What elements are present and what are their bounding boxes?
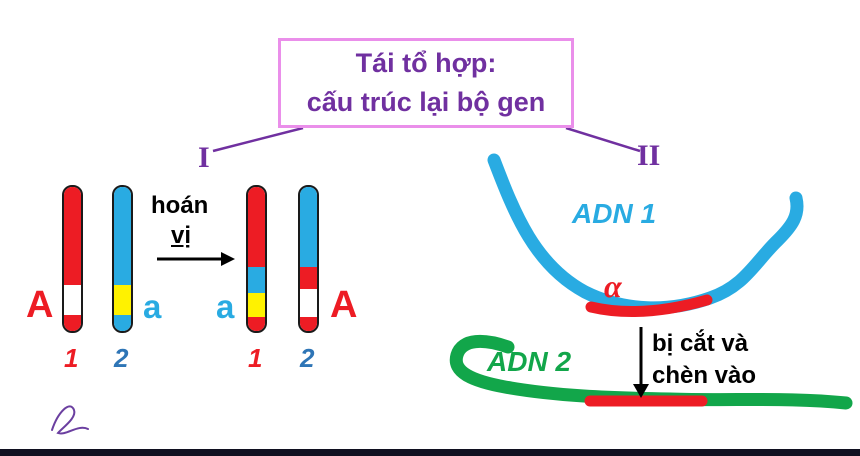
segment-cyan: [114, 187, 131, 285]
connector-line-left: [212, 126, 304, 153]
segment-red: [64, 187, 81, 285]
title-line1: Tái tổ hợp:: [355, 47, 497, 78]
chromosome-1-before: [62, 185, 83, 333]
alpha-label: α: [604, 268, 622, 304]
crossover-word-2: vị: [171, 222, 192, 249]
segment-red: [248, 187, 265, 267]
adn1-strand: [487, 153, 804, 315]
chromosome-number-1-after: 1: [248, 343, 263, 373]
chromosome-number-2-after: 2: [300, 343, 315, 373]
crossover-arrowhead: [221, 252, 235, 266]
chromosome-2-after: [298, 185, 319, 333]
adn2-label: ADN 2: [487, 346, 572, 377]
allele-A-after: A: [330, 284, 358, 326]
chromosome-1-after: [246, 185, 267, 333]
connector-line-right: [565, 126, 641, 153]
segment-cyan-swapped: [248, 267, 265, 293]
adn1-label: ADN 1: [572, 198, 657, 229]
segment-cyan-tip: [114, 315, 131, 331]
segment-white-locus: [64, 285, 81, 315]
crossover-word-1: hoán: [151, 192, 209, 219]
section-label-ii: II: [637, 139, 661, 172]
segment-yellow-locus: [248, 293, 265, 317]
bottom-bar: [0, 449, 860, 456]
signature-scribble: [51, 405, 89, 435]
segment-red-tip: [64, 315, 81, 331]
segment-red-tip: [300, 317, 317, 331]
chromosome-number-2-before: 2: [114, 343, 129, 373]
chromosome-number-1-before: 1: [64, 343, 79, 373]
allele-a-before: a: [143, 288, 162, 325]
title-line2: cấu trúc lại bộ gen: [306, 87, 546, 117]
allele-A-before: A: [26, 284, 54, 326]
segment-red-tip: [248, 317, 265, 331]
segment-yellow-locus: [114, 285, 131, 315]
segment-white-locus: [300, 289, 317, 317]
cut-insert-arrowhead: [633, 384, 649, 398]
segment-cyan: [300, 187, 317, 267]
segment-red-swapped: [300, 267, 317, 289]
caption-line2: chèn vào: [652, 362, 757, 389]
caption-line1: bị cắt và: [652, 330, 749, 357]
section-label-i: I: [198, 141, 210, 174]
title-box: Tái tổ hợp: cấu trúc lại bộ gen: [278, 38, 574, 128]
allele-a-after: a: [216, 288, 235, 325]
chromosome-2-before: [112, 185, 133, 333]
